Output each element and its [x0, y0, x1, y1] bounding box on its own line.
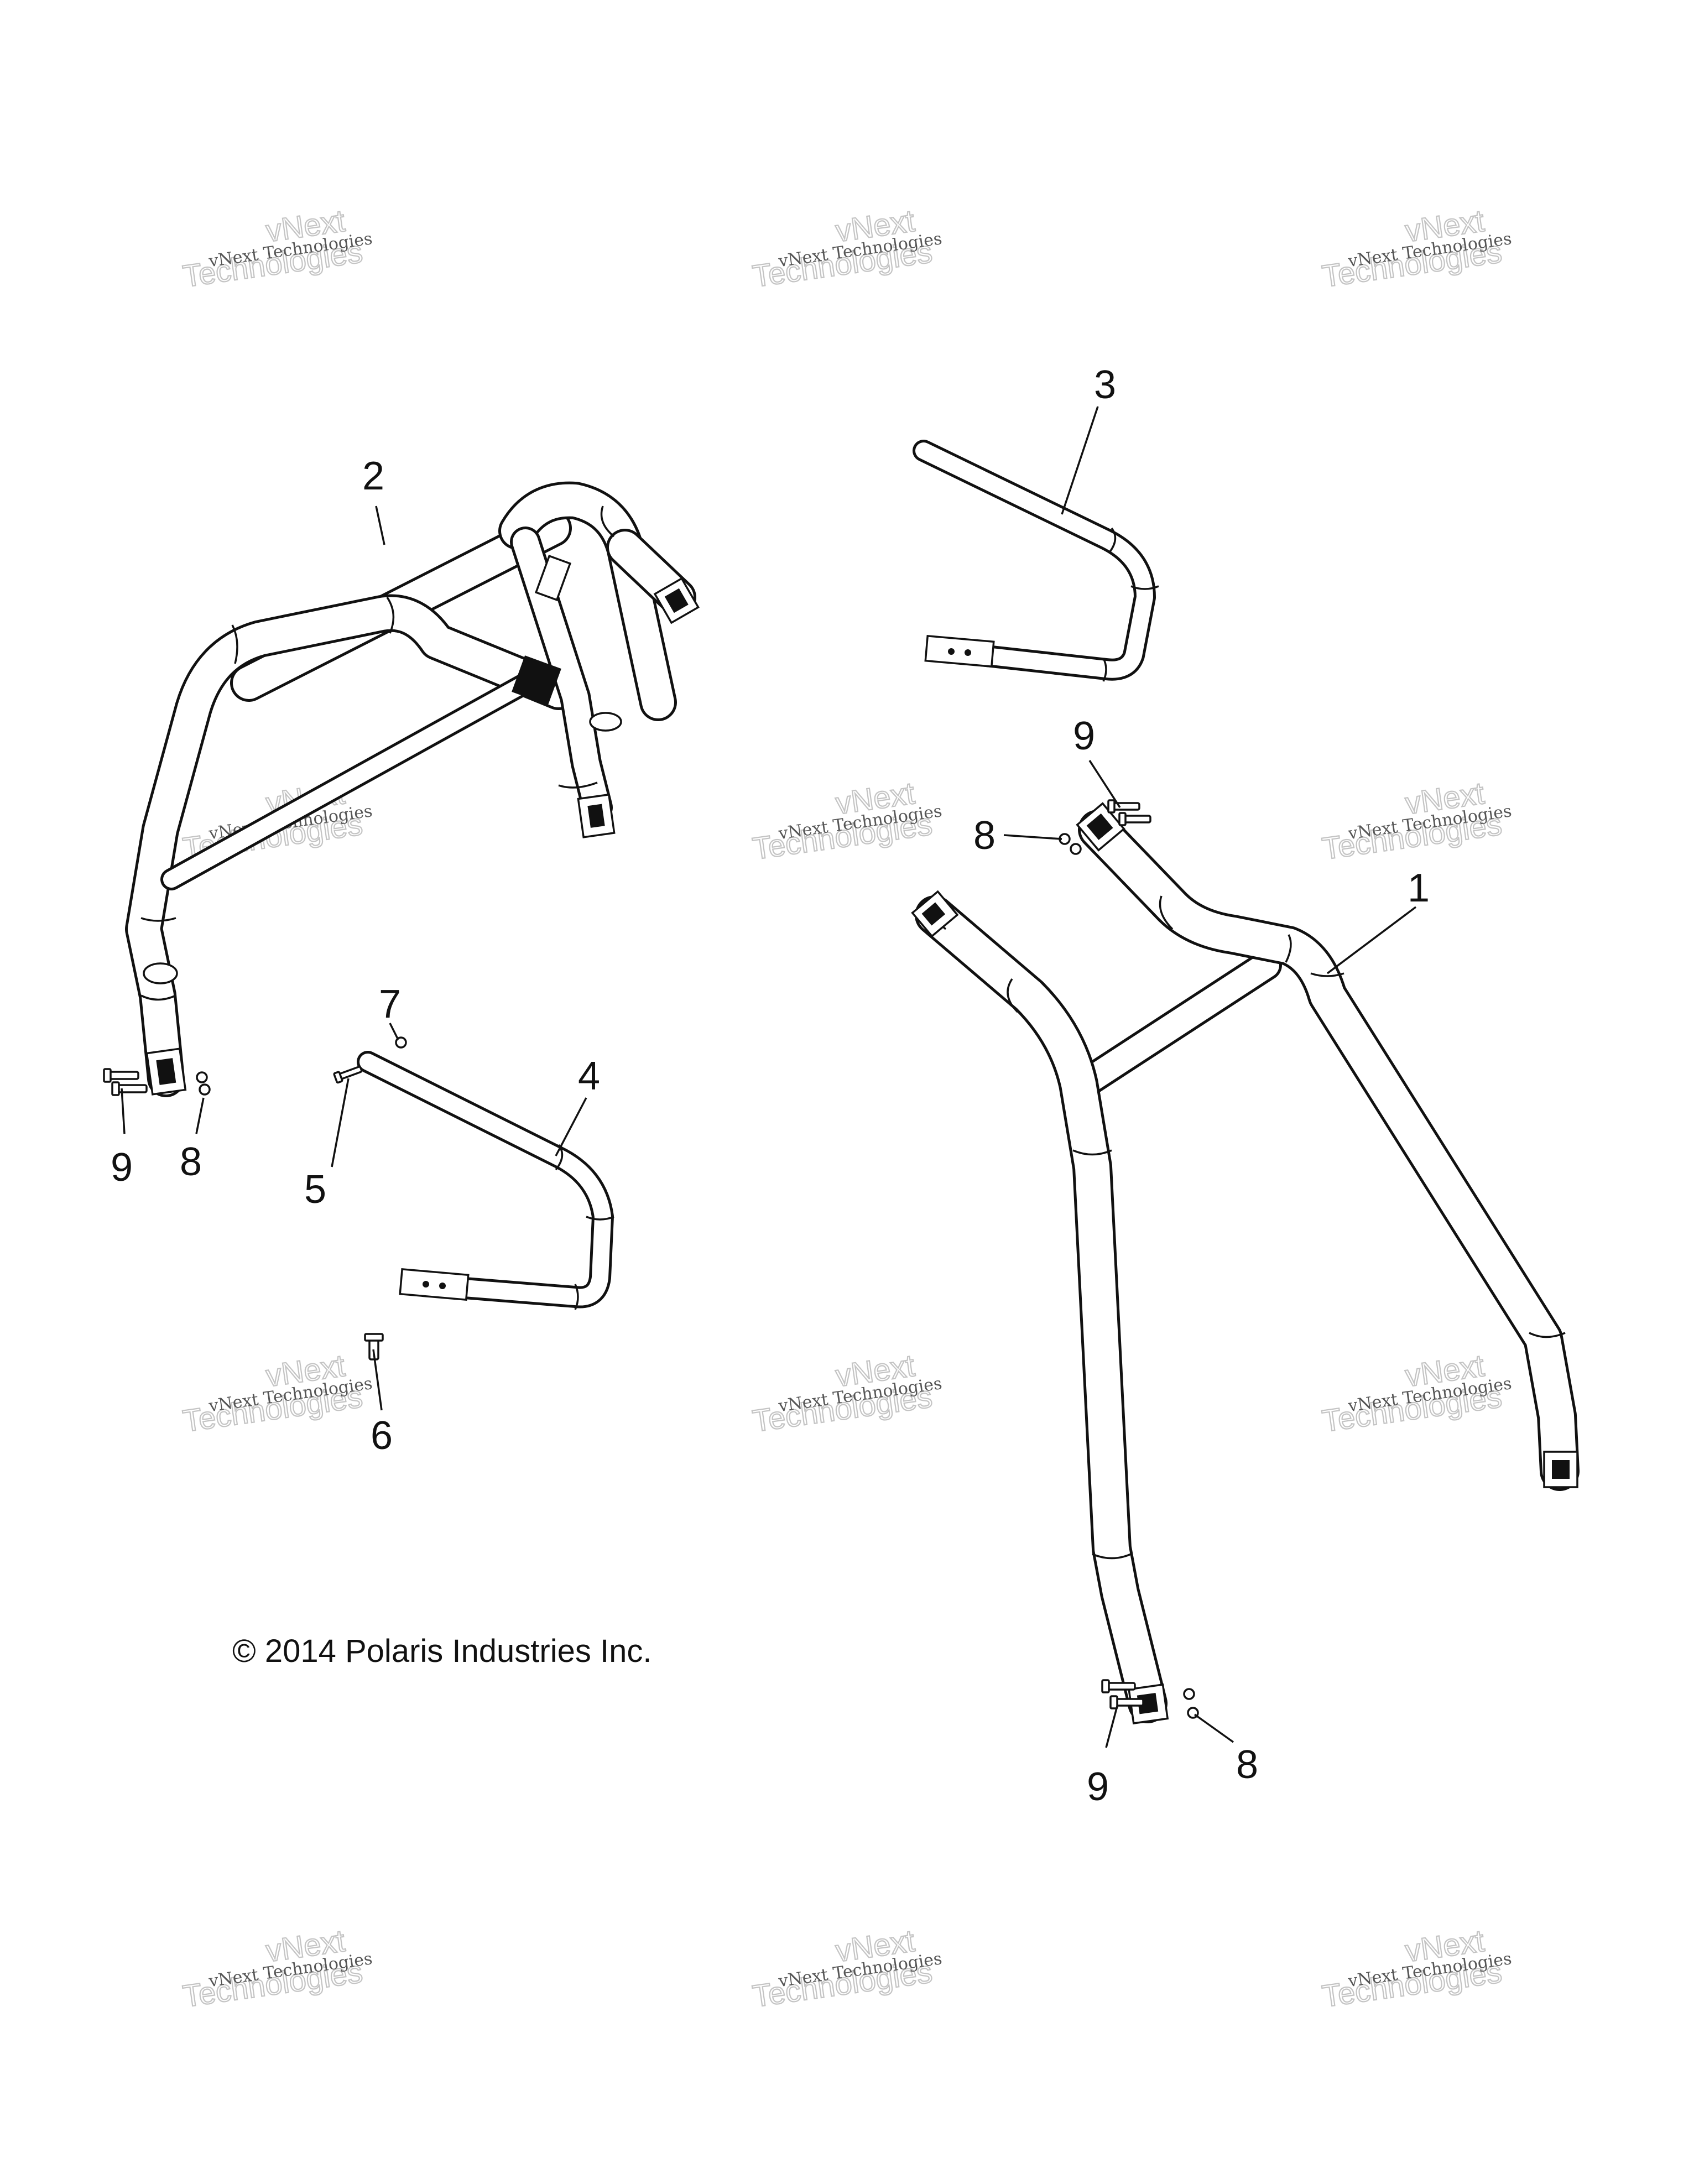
- leader-lines: [121, 406, 1417, 1748]
- callout-1[interactable]: 1: [1408, 866, 1430, 910]
- watermark: vNext Technologies vNext Technologies: [1320, 202, 1513, 294]
- callout-7[interactable]: 7: [379, 982, 401, 1026]
- nut: [1183, 1688, 1199, 1719]
- bolt: [1109, 1695, 1144, 1709]
- callout-4[interactable]: 4: [578, 1054, 600, 1098]
- nut: [395, 1036, 407, 1049]
- watermark: vNext Technologies vNext Technologies: [180, 1347, 374, 1439]
- watermark: vNext Technologies vNext Technologies: [180, 1922, 374, 2014]
- copyright-notice: © 2014 Polaris Industries Inc.: [232, 1633, 652, 1669]
- watermark: vNext Technologies vNext Technologies: [180, 202, 374, 294]
- callout-2[interactable]: 2: [362, 454, 384, 498]
- callout-9-bottom-right[interactable]: 9: [1087, 1765, 1109, 1809]
- callout-6[interactable]: 6: [371, 1414, 393, 1458]
- bolt: [364, 1333, 384, 1361]
- part-1-front-cage: [911, 802, 1580, 1724]
- bolt: [1118, 812, 1151, 826]
- callout-8-left[interactable]: 8: [180, 1140, 202, 1184]
- part-3-side-bar: [913, 440, 1159, 682]
- callout-9-top-right[interactable]: 9: [1073, 714, 1095, 758]
- bolt: [111, 1081, 148, 1096]
- nut: [196, 1071, 211, 1096]
- callout-8-top-right[interactable]: 8: [973, 814, 996, 858]
- bolt: [1107, 799, 1140, 814]
- part-4-side-bar: [357, 1051, 614, 1310]
- watermark: vNext Technologies vNext Technologies: [750, 202, 944, 294]
- nut: [1059, 833, 1082, 855]
- callout-9-left[interactable]: 9: [111, 1145, 133, 1190]
- watermark: vNext Technologies vNext Technologies: [750, 1922, 944, 2014]
- watermark: vNext Technologies vNext Technologies: [750, 1347, 944, 1439]
- watermark: vNext Technologies vNext Technologies: [1320, 775, 1513, 867]
- callout-3[interactable]: 3: [1094, 363, 1116, 407]
- watermark: vNext Technologies vNext Technologies: [1320, 1922, 1513, 2014]
- callout-8-bottom-right[interactable]: 8: [1236, 1743, 1258, 1787]
- bolt: [103, 1068, 139, 1083]
- callout-5[interactable]: 5: [304, 1167, 326, 1212]
- bolt: [333, 1066, 363, 1084]
- part-2-rear-cage: [125, 481, 700, 1097]
- hardware: [103, 799, 1199, 1719]
- watermark: vNext Technologies vNext Technologies: [750, 775, 944, 867]
- callouts: 1 2 3 4 5 6 7 8 9 8 9 8 9: [111, 363, 1430, 1809]
- bolt: [1101, 1679, 1136, 1693]
- watermark: vNext Technologies vNext Technologies: [1320, 1347, 1513, 1439]
